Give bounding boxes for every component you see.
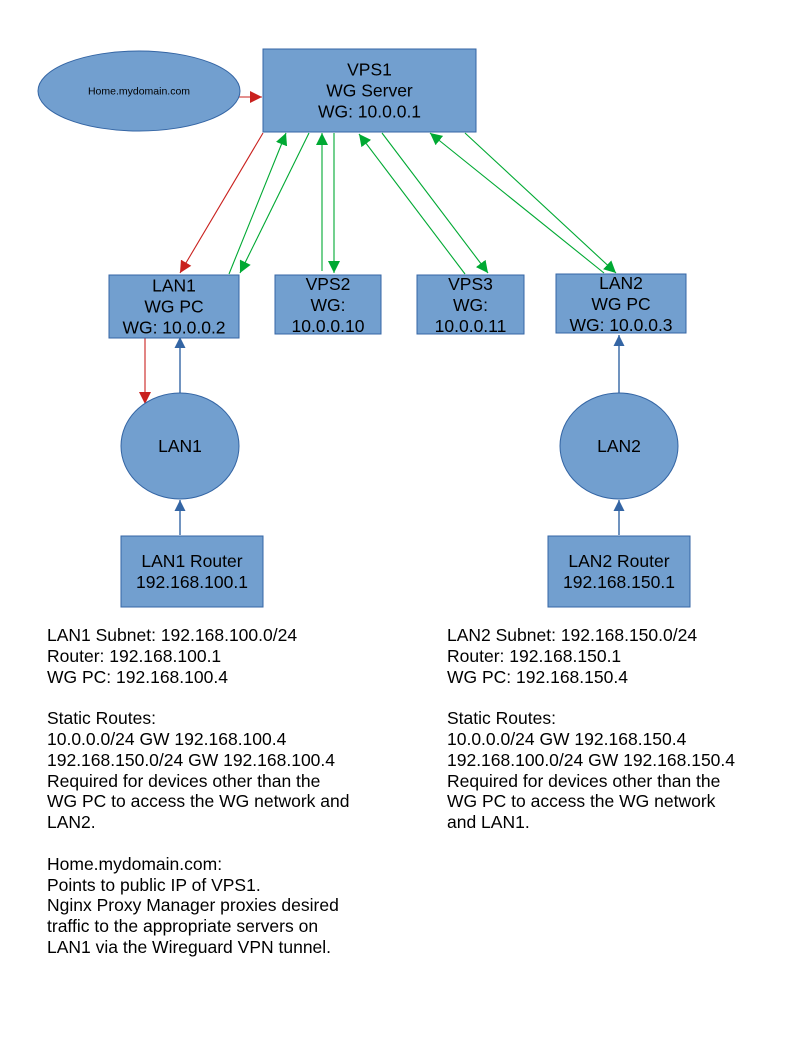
note-line — [447, 687, 735, 708]
note-line: Router: 192.168.150.1 — [447, 645, 622, 666]
node-lan1-router-label: 192.168.100.1 — [136, 572, 248, 592]
note-line: WG PC to access the WG network and — [47, 791, 350, 812]
node-lan2-wgpc-shape — [555, 273, 687, 334]
note-line: LAN1 via the Wireguard VPN tunnel. — [47, 936, 332, 957]
node-lan1-router-shape — [120, 535, 264, 608]
node-vps3-label: WG: — [453, 295, 488, 315]
note-line — [47, 833, 349, 854]
node-lan1-wgpc-label: LAN1 — [152, 276, 196, 296]
node-home-domain-shape — [37, 50, 241, 132]
node-lan2-router-shape — [547, 535, 691, 608]
node-lan2-wgpc-label: LAN2 — [599, 273, 643, 293]
note-line: LAN2. — [47, 812, 96, 833]
edge-vps1-to-lan1-wgpc — [239, 132, 310, 274]
note-line: Required for devices other than the — [47, 770, 321, 791]
note-line: Static Routes: — [47, 708, 156, 729]
node-lan2-wgpc-label: WG PC — [591, 294, 650, 314]
note-line: 192.168.150.0/24 GW 192.168.100.4 — [47, 749, 336, 770]
note-line: Home.mydomain.com: — [47, 853, 223, 874]
edge-vps3-to-vps1 — [358, 133, 466, 275]
edge-lan2-wgpc-to-vps1 — [429, 132, 605, 274]
edge-lan1-wgpc-to-vps1 — [228, 132, 288, 275]
note-line: Router: 192.168.100.1 — [47, 645, 222, 666]
node-lan1: LAN1 — [120, 392, 240, 500]
node-vps2-label: VPS2 — [306, 274, 351, 294]
note-line: WG PC to access the WG network — [447, 791, 716, 812]
node-lan2: LAN2 — [559, 392, 679, 500]
note-line: traffic to the appropriate servers on — [47, 916, 319, 937]
node-vps1-label: WG Server — [326, 81, 413, 101]
note-line: Points to public IP of VPS1. — [47, 874, 261, 895]
node-lan1-wgpc-label: WG PC — [144, 297, 203, 317]
node-home-domain: Home.mydomain.com — [37, 50, 241, 132]
node-vps2-label: 10.0.0.10 — [292, 316, 365, 336]
node-vps3-label: VPS3 — [448, 274, 493, 294]
note-line: Static Routes: — [447, 708, 556, 729]
node-vps3-label: 10.0.0.11 — [435, 316, 507, 336]
node-vps3-shape — [416, 274, 525, 335]
edge-vps1-to-lan1-wgpc — [179, 132, 264, 274]
node-vps1-label: VPS1 — [347, 60, 392, 80]
edge-vps1-to-lan2-wgpc — [464, 132, 617, 274]
node-home-domain-label: Home.mydomain.com — [88, 86, 190, 98]
node-vps2-label: WG: — [311, 295, 346, 315]
note-line: WG PC: 192.168.150.4 — [447, 666, 628, 687]
note-line: Nginx Proxy Manager proxies desired — [47, 895, 339, 916]
node-lan1-router-label: LAN1 Router — [141, 551, 242, 571]
note-line: 10.0.0.0/24 GW 192.168.150.4 — [447, 728, 687, 749]
edges — [139, 91, 625, 535]
node-vps1-label: WG: 10.0.0.1 — [318, 102, 421, 122]
node-vps1-shape — [262, 48, 477, 133]
node-lan1-wgpc-label: WG: 10.0.0.2 — [122, 318, 225, 338]
note-line: LAN1 Subnet: 192.168.100.0/24 — [47, 625, 298, 645]
note-line: 10.0.0.0/24 GW 192.168.100.4 — [47, 728, 287, 749]
note-line — [47, 687, 349, 708]
node-lan2-shape — [559, 392, 679, 500]
node-lan2-router-label: LAN2 Router — [568, 551, 669, 571]
note-line: 192.168.100.0/24 GW 192.168.150.4 — [447, 749, 736, 770]
note-line: WG PC: 192.168.100.4 — [47, 666, 228, 687]
node-lan1-wgpc-shape — [108, 274, 240, 339]
node-lan2-router-label: 192.168.150.1 — [563, 572, 675, 592]
edge-vps1-to-vps3 — [381, 132, 489, 274]
node-lan1-shape — [120, 392, 240, 500]
note-line: Required for devices other than the — [447, 770, 721, 791]
note-line: and LAN1. — [447, 812, 530, 833]
node-lan1-label: LAN1 — [158, 436, 202, 456]
node-lan2-label: LAN2 — [597, 436, 641, 456]
node-vps2-shape — [274, 274, 382, 335]
note-line: LAN2 Subnet: 192.168.150.0/24 — [447, 625, 698, 645]
node-lan2-wgpc-label: WG: 10.0.0.3 — [569, 315, 672, 335]
